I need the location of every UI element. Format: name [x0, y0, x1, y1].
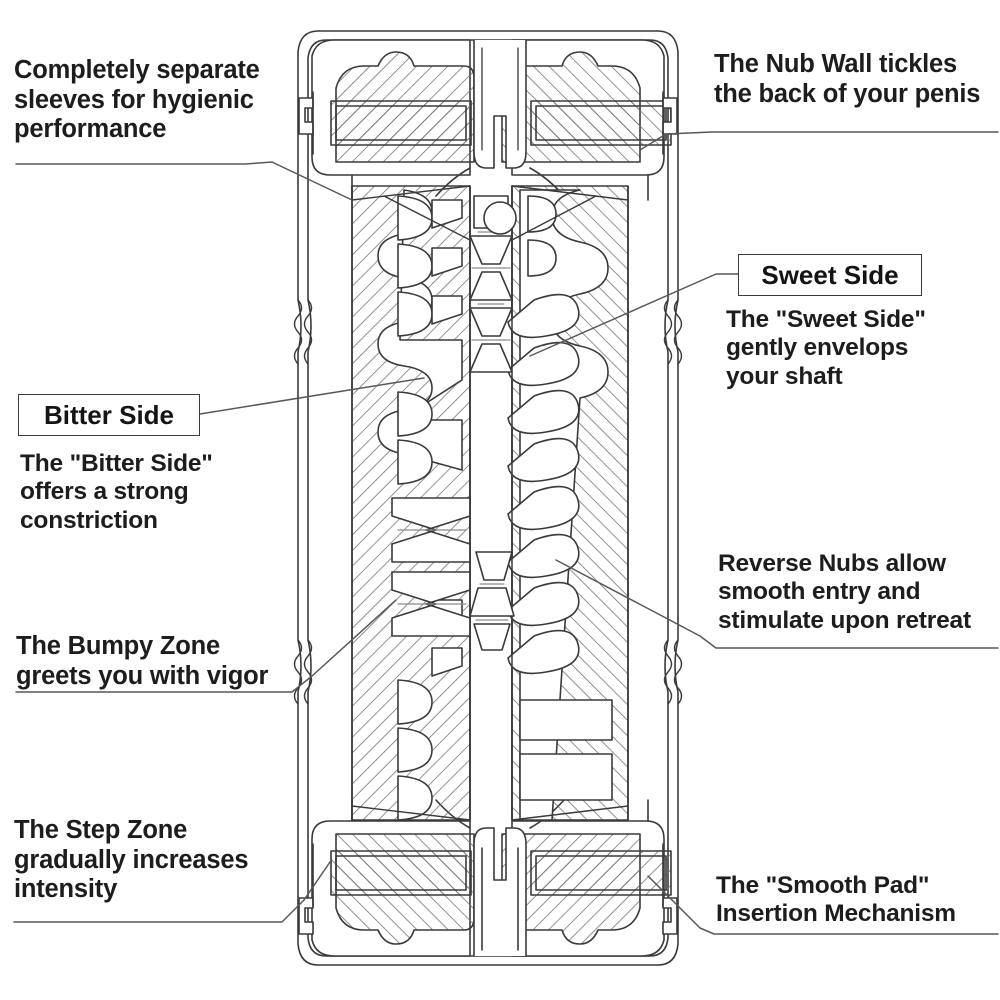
leader-separate-sleeves [15, 161, 273, 165]
callout-line: performance [14, 115, 167, 144]
callout-separate-sleeves: Completely separate sleeves for hygienic… [14, 56, 294, 145]
callout-line: gently envelops [726, 334, 909, 362]
callout-reverse-nubs: Reverse Nubs allow smooth entry and stim… [718, 550, 1000, 635]
case-grip-ribs [293, 299, 683, 705]
callout-line: constriction [20, 506, 158, 534]
callout-line: Reverse Nubs allow [718, 550, 946, 577]
leader-smooth-pad [647, 875, 999, 935]
central-pad-stack [469, 551, 515, 651]
callout-smooth-pad: The "Smooth Pad" Insertion Mechanism [716, 872, 1000, 929]
callout-line: greets you with vigor [16, 661, 269, 690]
label-box-text: Bitter Side [43, 399, 175, 430]
callout-line: The "Bitter Side" [20, 450, 213, 477]
leader-bitter-side [199, 377, 425, 415]
central-partition [469, 185, 517, 821]
callout-bumpy-zone: The Bumpy Zone greets you with vigor [16, 632, 296, 691]
callout-line: intensity [14, 875, 118, 904]
callout-line: sleeves for hygienic [14, 85, 254, 114]
callout-line: gradually increases [14, 845, 249, 874]
callout-nub-wall: The Nub Wall tickles the back of your pe… [714, 50, 1000, 109]
sweet-side-sleeve [507, 185, 629, 821]
callout-line: The Nub Wall tickles [714, 50, 958, 78]
callout-line: stimulate upon retreat [718, 606, 971, 634]
callout-sweet-side: The "Sweet Side" gently envelops your sh… [726, 306, 996, 391]
leader-sweet-side [529, 273, 739, 357]
bitter-side-sleeve [351, 185, 471, 821]
leader-reverse-nubs [555, 559, 999, 649]
callout-line: your shaft [726, 362, 843, 390]
callout-line: The "Sweet Side" [726, 306, 926, 333]
leader-nub-wall-hook [639, 133, 667, 151]
callout-line: Completely separate [14, 56, 260, 84]
callout-line: the back of your penis [714, 79, 981, 108]
leader-lines [13, 131, 999, 935]
callout-line: smooth entry and [718, 578, 921, 606]
callout-line: The Step Zone [14, 816, 188, 844]
bumpy-zone-lobes [397, 195, 433, 821]
smooth-pad-zone [519, 699, 613, 801]
callout-line: Insertion Mechanism [716, 900, 956, 928]
label-box-bitter-side: Bitter Side [18, 394, 200, 436]
callout-line: The "Smooth Pad" [716, 872, 930, 899]
callout-line: offers a strong [20, 478, 189, 506]
leader-separate-sleeves-hook [271, 161, 353, 201]
callout-bitter-side: The "Bitter Side" offers a strong constr… [20, 450, 280, 535]
leader-step-zone [13, 861, 331, 923]
callout-step-zone: The Step Zone gradually increases intens… [14, 816, 284, 905]
reverse-nubs [507, 293, 580, 675]
leader-nub-wall [665, 131, 999, 135]
leader-bumpy-zone [15, 599, 397, 693]
bottom-cap-assembly [298, 799, 678, 957]
label-box-sweet-side: Sweet Side [738, 254, 922, 296]
callout-line: The Bumpy Zone [16, 632, 221, 660]
nub-wall [527, 195, 557, 277]
label-box-text: Sweet Side [761, 259, 899, 290]
cap-transition-webs [351, 185, 629, 821]
top-cap-assembly [298, 39, 678, 201]
